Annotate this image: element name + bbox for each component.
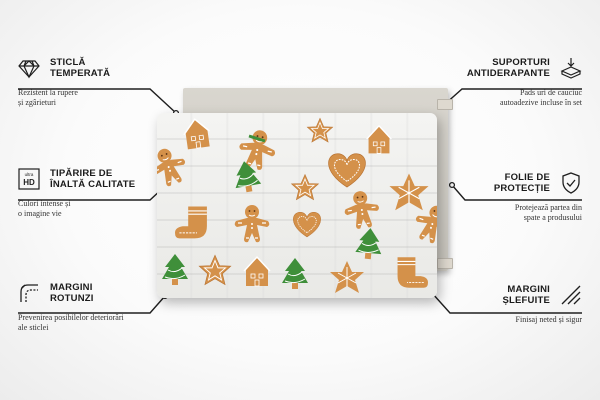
wall-mount-top	[437, 99, 453, 110]
polished-edge-icon	[560, 284, 582, 306]
feature-title: Folie de protecție	[493, 172, 550, 194]
feature-title: Suporturi antiderapante	[466, 57, 550, 79]
glass-print-image	[157, 113, 437, 298]
ultra-hd-icon-main-text: HD	[23, 178, 35, 187]
feature-rounded-edges: Margini rotunzi Prevenirea posibilelor d…	[18, 282, 178, 332]
feature-high-quality-print: ultra HD Tipărire de înaltă calitate Cul…	[18, 168, 168, 218]
shield-check-icon	[560, 172, 582, 194]
gingerbread-cookies-picture	[157, 116, 437, 294]
feature-title: Tipărire de înaltă calitate	[50, 168, 136, 190]
feature-description: Pads uri de cauciuc autoadezive incluse …	[500, 88, 582, 107]
feature-tempered-glass: Sticlă temperată Rezistent la rupere și …	[18, 57, 168, 107]
feature-description: Rezistent la rupere și zgârieturi	[18, 88, 78, 107]
feature-description: Finisaj neted și sigur	[515, 315, 582, 324]
feature-description: Protejează partea din spate a produsului	[514, 203, 582, 222]
ultra-hd-icon-top-text: ultra	[25, 172, 34, 177]
feature-anti-slip-supports: Suporturi antiderapante Pads uri de cauc…	[422, 57, 582, 107]
feature-title: Margini șlefuite	[502, 284, 550, 306]
feature-polished-edges: Margini șlefuite Finisaj neted și sigur	[432, 284, 582, 325]
diamond-icon	[18, 57, 40, 79]
feature-title: Sticlă temperată	[50, 57, 111, 79]
feature-description: Prevenirea posibilelor deteriorări ale s…	[18, 313, 124, 332]
feature-protective-film: Folie de protecție Protejează partea din…	[432, 172, 582, 222]
mount-pad-icon	[560, 57, 582, 79]
feature-title: Margini rotunzi	[50, 282, 94, 304]
feature-description: Culori intense și o imagine vie	[18, 199, 71, 218]
ultra-hd-icon: ultra HD	[18, 168, 40, 190]
rounded-corner-icon	[18, 282, 40, 304]
wall-mount-bottom	[437, 258, 453, 269]
